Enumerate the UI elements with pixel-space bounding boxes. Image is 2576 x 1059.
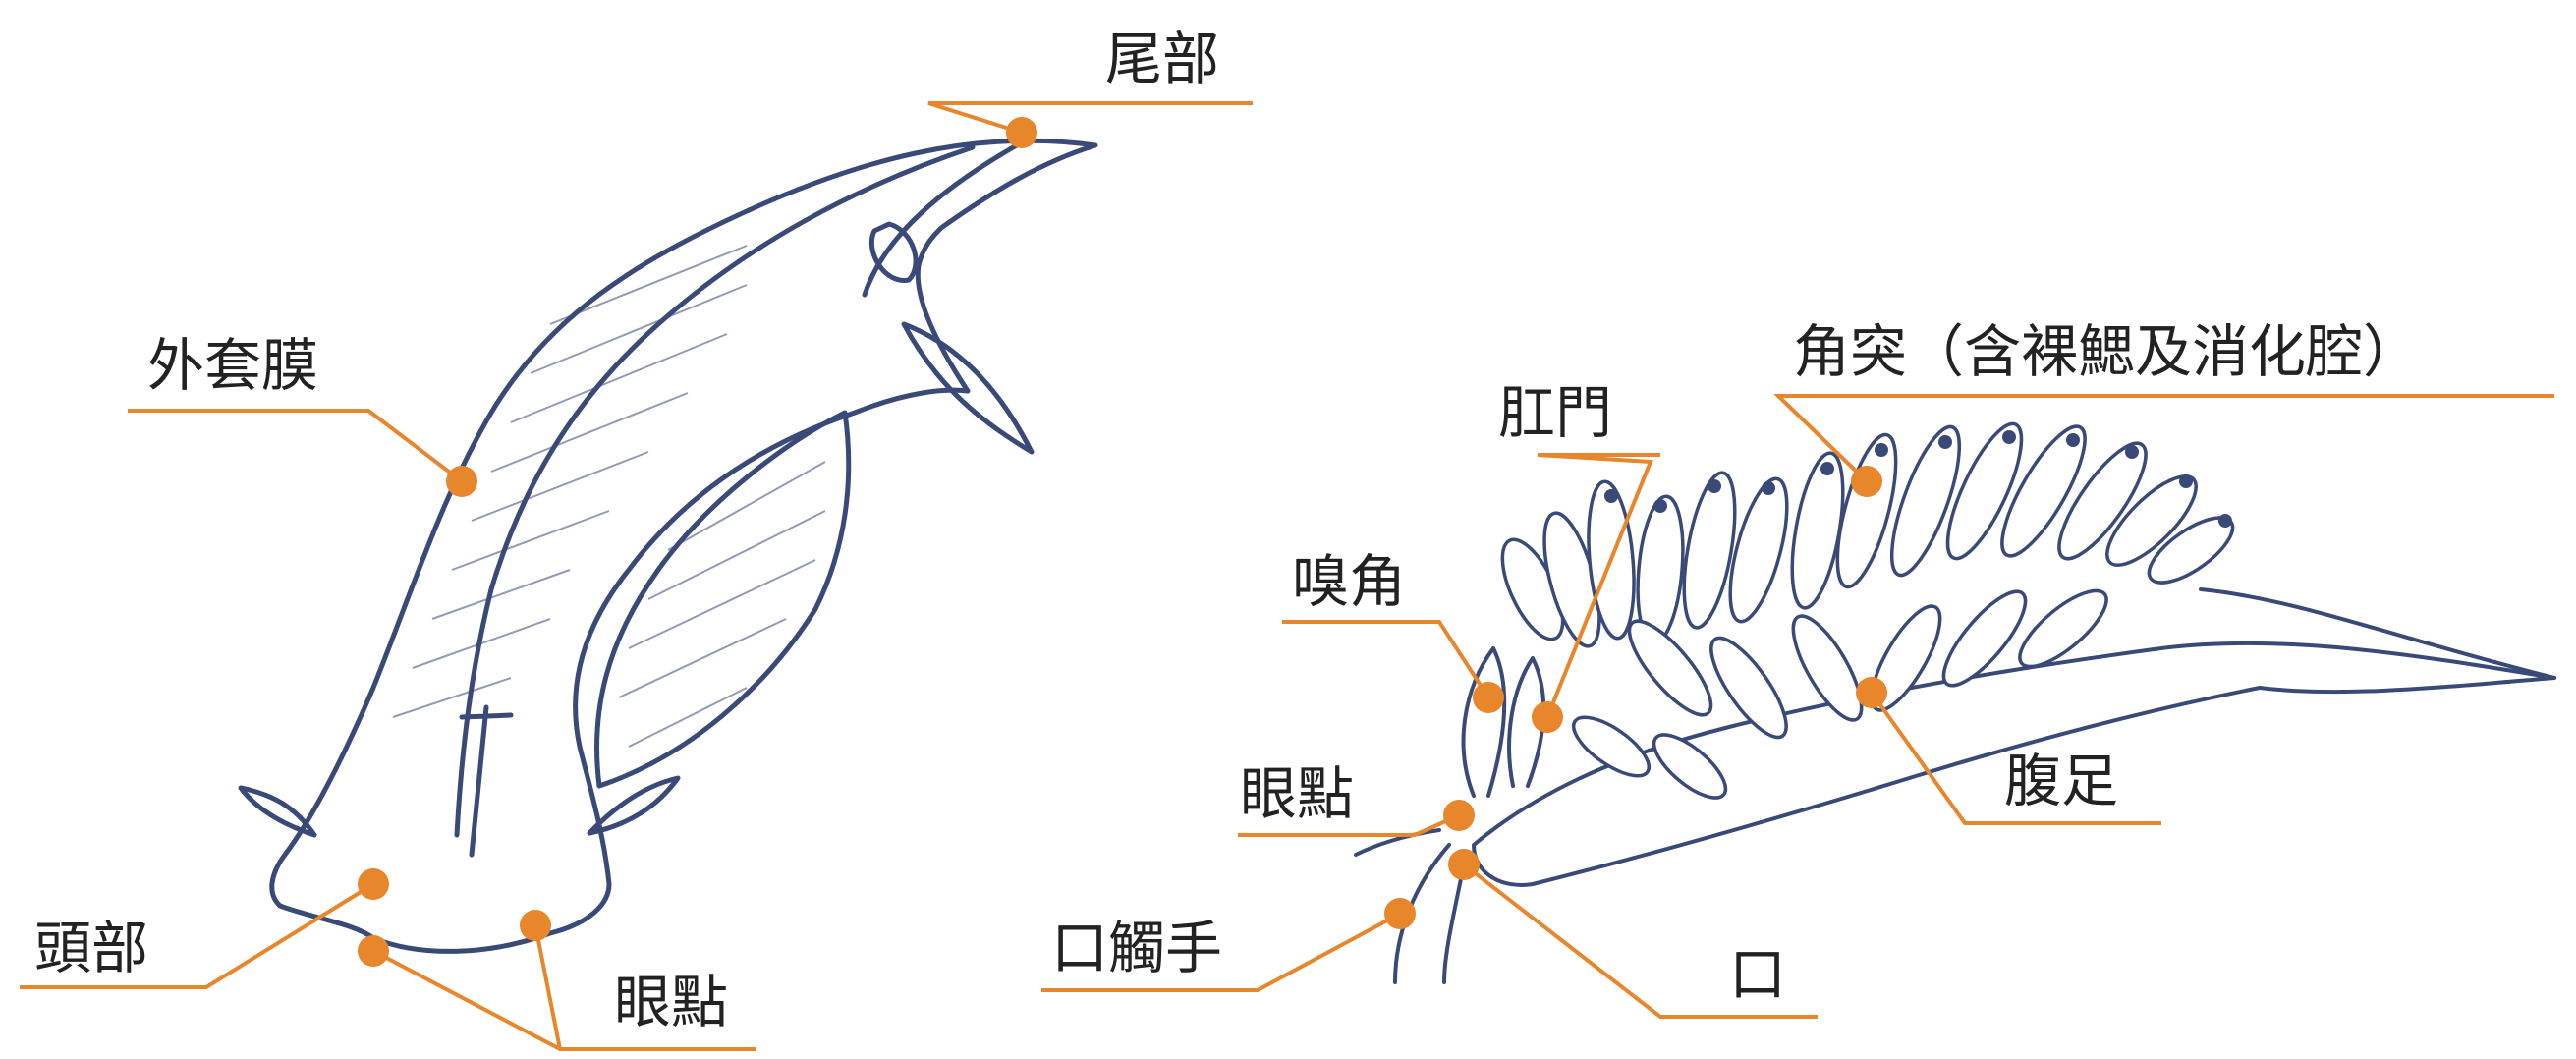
left-rear-fin xyxy=(901,321,1035,455)
leader-dots xyxy=(358,117,1887,967)
dot-eyespot-right xyxy=(1443,800,1475,831)
leader-head xyxy=(20,882,375,989)
right-specimen-sketch xyxy=(1354,587,2556,984)
leader-eyespot-left-b xyxy=(533,924,562,1050)
left-head-flap-right xyxy=(587,775,681,836)
dot-head xyxy=(358,868,389,900)
left-head-flap-left xyxy=(238,785,317,838)
right-tail xyxy=(2199,587,2556,680)
dot-mantle xyxy=(446,466,477,497)
label-cerata: 角突（含裸鰓及消化腔） xyxy=(1793,318,2420,385)
dot-mouth xyxy=(1448,849,1480,880)
left-hatching xyxy=(392,245,826,748)
right-cerata xyxy=(1500,421,2235,800)
label-mouth: 口 xyxy=(1729,941,1786,1008)
label-rhinophore: 嗅角 xyxy=(1292,548,1406,615)
leader-lines xyxy=(20,101,2554,1051)
left-body-outline xyxy=(269,138,1098,954)
right-cerata-tips xyxy=(1604,430,2232,528)
dot-foot xyxy=(1856,677,1887,708)
left-small-lobe xyxy=(868,221,919,283)
right-body-outline xyxy=(1472,641,2556,887)
dot-eyespot-left-a xyxy=(358,935,389,967)
leader-cerata xyxy=(1773,394,2554,483)
right-oral-tentacle-3 xyxy=(1442,863,1466,984)
labels: 尾部 外套膜 頭部 眼點 角突（含裸鰓及消化腔） 肛門 嗅角 眼點 口觸手 口 … xyxy=(34,26,2420,1035)
left-head-crease xyxy=(459,704,514,858)
right-rhinophore-right xyxy=(1507,656,1546,788)
leader-rhinophore xyxy=(1282,620,1490,699)
left-mantle-ridge xyxy=(454,144,976,838)
leader-eyespot-right xyxy=(1238,813,1460,837)
leader-mouth xyxy=(1462,863,1818,1019)
label-anus: 肛門 xyxy=(1498,379,1612,446)
label-mantle: 外套膜 xyxy=(147,332,318,399)
label-eyespot-left: 眼點 xyxy=(614,969,728,1035)
dot-tail xyxy=(1006,117,1037,148)
right-oral-tentacle-2 xyxy=(1354,828,1441,857)
dot-anus xyxy=(1532,701,1563,733)
leader-tail xyxy=(927,101,1253,135)
label-oral-tentacle: 口觸手 xyxy=(1051,915,1222,981)
right-rhinophore-left xyxy=(1461,646,1507,798)
leader-oral-tentacle xyxy=(1041,912,1401,992)
left-parapodium xyxy=(594,410,852,789)
dot-eyespot-left-b xyxy=(520,910,551,941)
dot-rhinophore xyxy=(1473,682,1504,713)
label-foot: 腹足 xyxy=(2004,748,2118,814)
dot-oral-tentacle xyxy=(1384,898,1416,929)
label-tail: 尾部 xyxy=(1105,26,1219,92)
left-mantle-ridge-2 xyxy=(862,139,1025,298)
label-eyespot-right: 眼點 xyxy=(1240,760,1354,827)
dot-cerata xyxy=(1851,466,1882,497)
label-head: 頭部 xyxy=(34,915,148,981)
leader-anus xyxy=(1537,453,1660,718)
leader-foot xyxy=(1870,691,2161,825)
left-specimen-sketch xyxy=(238,138,1098,954)
leader-mantle xyxy=(128,409,464,483)
